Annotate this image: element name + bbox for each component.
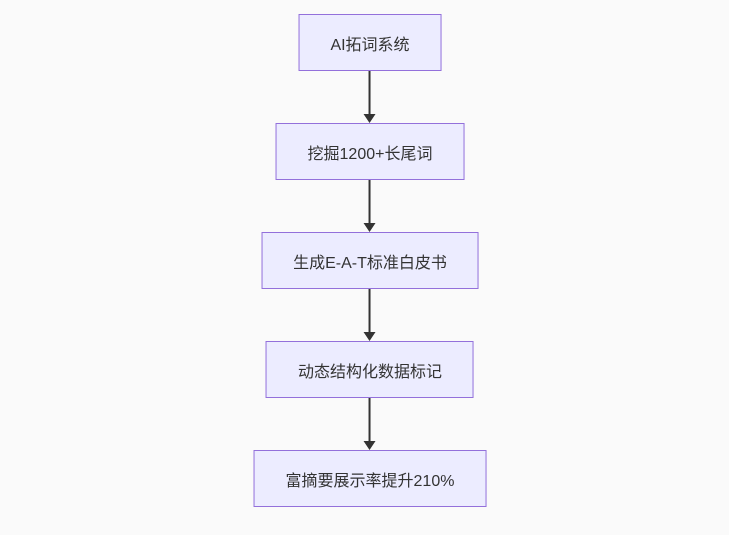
arrow-head-icon (364, 332, 376, 341)
arrow-head-icon (364, 223, 376, 232)
arrow-line (369, 289, 371, 332)
flow-node-generate-eat-whitepaper: 生成E-A-T标准白皮书 (261, 232, 479, 289)
arrow-down-icon (364, 71, 376, 123)
arrow-head-icon (364, 441, 376, 450)
flow-node-dynamic-structured-data-markup: 动态结构化数据标记 (265, 341, 474, 398)
flow-node-rich-snippet-rate-increase: 富摘要展示率提升210% (253, 450, 487, 507)
arrow-down-icon (364, 180, 376, 232)
arrow-line (369, 398, 371, 441)
arrow-head-icon (364, 114, 376, 123)
flowchart: AI拓词系统 挖掘1200+长尾词 生成E-A-T标准白皮书 动态结构化数据标记… (253, 14, 487, 507)
arrow-line (369, 71, 371, 114)
arrow-line (369, 180, 371, 223)
arrow-down-icon (364, 289, 376, 341)
flow-node-mine-longtail-keywords: 挖掘1200+长尾词 (275, 123, 465, 180)
arrow-down-icon (364, 398, 376, 450)
flow-node-ai-word-expansion-system: AI拓词系统 (298, 14, 442, 71)
